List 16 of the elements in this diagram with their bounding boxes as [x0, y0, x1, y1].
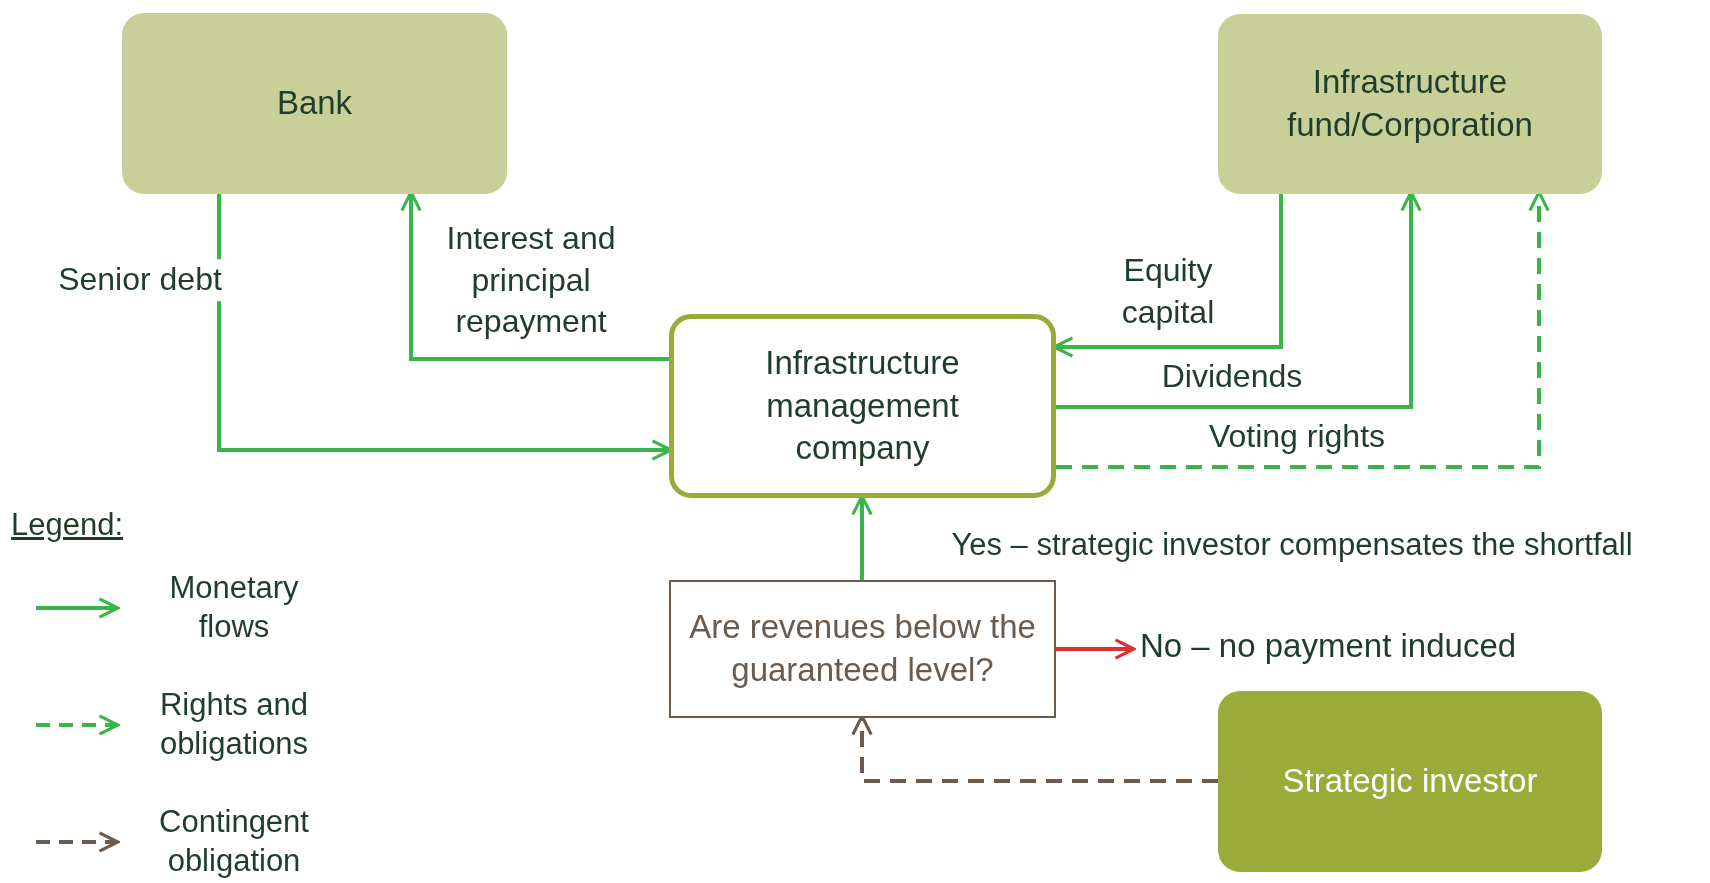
node-text: Infrastructure fund/Corporation: [1286, 62, 1534, 145]
bank-box: [122, 13, 507, 194]
legend-text: Rights and obligations: [158, 686, 310, 763]
outcome-text: No – no payment induced: [1139, 625, 1518, 666]
company-box: [669, 314, 1056, 498]
fund-box: [1218, 14, 1602, 194]
node-text: Strategic investor: [1281, 761, 1539, 802]
node-text: Infrastructure management company: [764, 342, 961, 469]
decision-box: [669, 580, 1056, 718]
arrow: [1056, 638, 1136, 660]
node-text: Bank: [275, 83, 354, 124]
investor-box: [1218, 691, 1602, 872]
legend-heading: Legend:: [11, 506, 124, 544]
node-text: Are revenues below the guaranteed level?: [688, 607, 1037, 690]
legend-text: Monetary flows: [168, 569, 300, 646]
legend-text: Contingent obligation: [158, 803, 310, 880]
